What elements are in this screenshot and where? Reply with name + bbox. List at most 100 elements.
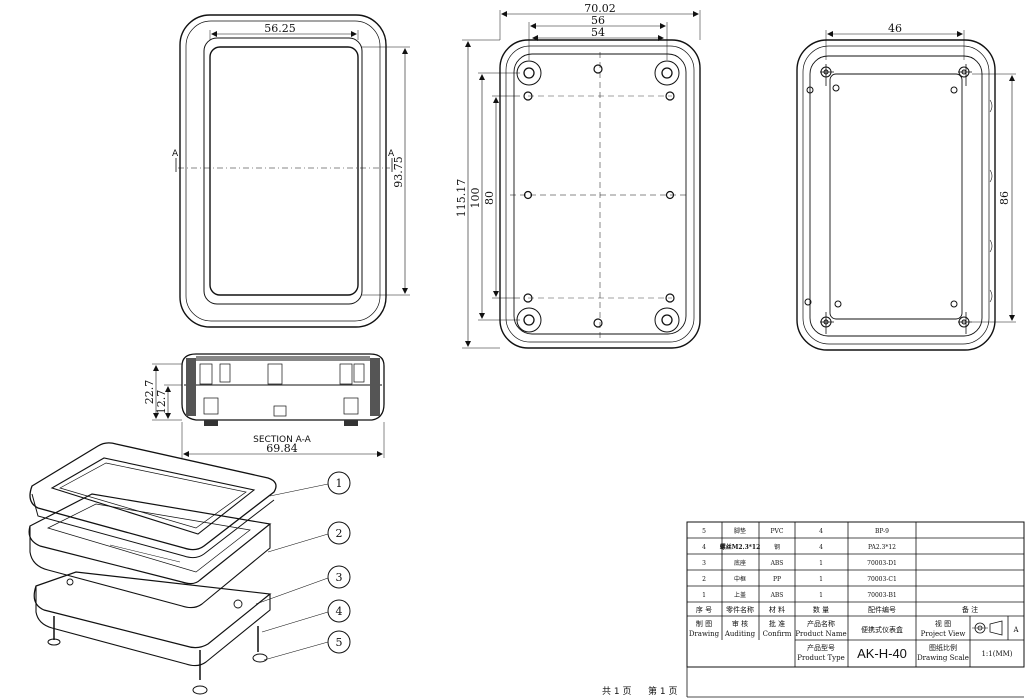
iso-lid: [29, 442, 277, 551]
bottom-view-mid-height: 100: [469, 188, 482, 209]
top-view-height-dim: 93.75: [392, 156, 405, 188]
corner-boss-hole: [523, 67, 535, 79]
top-view-edge: [185, 20, 381, 322]
frame-view-opening: [829, 73, 963, 320]
audit-label-en: Auditing: [724, 630, 756, 638]
frame-hole: [950, 300, 958, 308]
bom-material: PP: [773, 576, 781, 583]
product-type-label-cn: 产品型号: [807, 643, 835, 652]
bottom-view-mid-width: 56: [591, 14, 605, 27]
title-block-grid: [686, 521, 1025, 698]
frame-view-height-dim: 86: [998, 191, 1011, 205]
balloon-1: [327, 471, 351, 495]
frame-post-hole: [823, 69, 829, 75]
balloon-label-3: 3: [336, 571, 343, 584]
audit-label-cn: 审 核: [732, 619, 748, 628]
section-total-height-dim: 22.7: [143, 380, 156, 405]
bottom-view-outer-height: 115.17: [455, 179, 468, 218]
top-view-window: [209, 46, 359, 296]
frame-hole: [950, 86, 958, 94]
iso-foot: [252, 653, 268, 663]
frame-post: [820, 66, 832, 78]
bottom-view-edge: [505, 45, 695, 343]
bom-no: 5: [702, 528, 706, 535]
exploded-view: [28, 442, 351, 695]
frame-hole: [804, 298, 812, 306]
top-view-outline: [179, 14, 387, 328]
frame-side-ribs: [989, 99, 993, 303]
section-boss: [339, 363, 353, 385]
bottom-view-outer-width: 70.02: [584, 2, 616, 15]
section-boss: [199, 363, 213, 385]
product-type-value: AK-H-40: [857, 646, 907, 661]
top-view-window-frame: [203, 37, 363, 305]
scale-value: 1:1(MM): [981, 650, 1012, 658]
corner-boss-hole: [661, 67, 673, 79]
leader-3: [255, 577, 329, 605]
top-view: [175, 14, 410, 328]
bom-material: ABS: [770, 592, 784, 599]
bom-row: 3 底座 ABS 1 70003-D1: [702, 559, 897, 567]
scale-label-en: Drawing Scale: [917, 654, 969, 662]
corner-boss-hole: [523, 314, 535, 326]
bom-name: 底座: [734, 559, 746, 567]
corner-boss: [516, 60, 542, 86]
projection-cone: [989, 620, 1003, 636]
product-name-label-en: Product Name: [795, 630, 846, 638]
corner-boss: [654, 307, 680, 333]
iso-base-hole: [233, 599, 243, 609]
top-view-width-dim: 56.25: [264, 22, 296, 35]
iso-frame-side: [29, 524, 271, 609]
bom-row: 5 脚垫 PVC 4 BP-9: [702, 527, 889, 535]
section-part-height-dim: 12.7: [155, 390, 168, 415]
bottom-view: [462, 10, 701, 349]
section-post: [203, 397, 219, 415]
bom-no: 4: [702, 544, 706, 551]
balloon-label-4: 4: [336, 605, 343, 618]
frame-post: [820, 316, 832, 328]
bom-header: 序 号 零件名称 材 料 数 量 配件编号 备 注: [696, 605, 978, 614]
bom-name: 中框: [734, 575, 746, 583]
view-symbol-letter: A: [1012, 626, 1019, 634]
mount-hole: [665, 293, 675, 303]
section-wall-right: [370, 358, 380, 416]
bom-qty: 4: [819, 544, 823, 551]
confirm-label-en: Confirm: [763, 630, 792, 638]
bom-row: 1 上盖 ABS 1 70003-B1: [702, 591, 897, 599]
bom-material: 钢: [774, 543, 780, 551]
frame-view-width-dim: 46: [888, 22, 902, 35]
balloon-label-5: 5: [336, 636, 343, 649]
section-post: [343, 397, 359, 415]
project-view-label-en: Project View: [921, 630, 966, 638]
iso-frame-opening: [47, 503, 251, 573]
bom-material: PVC: [771, 528, 784, 535]
project-view-label-cn: 视 图: [935, 619, 951, 628]
bom-header-remark: 备 注: [962, 605, 978, 614]
mount-hole: [593, 64, 603, 74]
title-block: 制 图 Drawing 审 核 Auditing 批 准 Confirm 产品名…: [689, 619, 1020, 662]
corner-boss-hole: [661, 314, 673, 326]
section-wall-left: [186, 358, 196, 416]
bom-no: 2: [702, 576, 706, 583]
product-name-value: 便携式仪表盒: [861, 625, 903, 634]
frame-post-hole: [961, 319, 967, 325]
balloon-4: [327, 599, 351, 623]
confirm-label-cn: 批 准: [769, 619, 785, 628]
mount-hole: [523, 190, 533, 200]
frame-hole: [806, 86, 814, 94]
frame-post-hole: [823, 319, 829, 325]
section-boss: [219, 363, 231, 383]
section-top-plate: [196, 356, 370, 361]
section-view: [152, 353, 385, 458]
bom-qty: 1: [819, 592, 823, 599]
bom-header-name: 零件名称: [726, 605, 754, 614]
frame-view-edge: [802, 45, 990, 345]
leader-5: [263, 641, 329, 661]
page-count: 共 1 页: [602, 686, 631, 697]
bom-qty: 1: [819, 576, 823, 583]
balloon-label-1: 1: [336, 477, 343, 490]
balloon-label-2: 2: [336, 527, 343, 540]
section-width-dim: 69.84: [266, 442, 298, 455]
bottom-view-inner-height: 80: [483, 191, 496, 205]
